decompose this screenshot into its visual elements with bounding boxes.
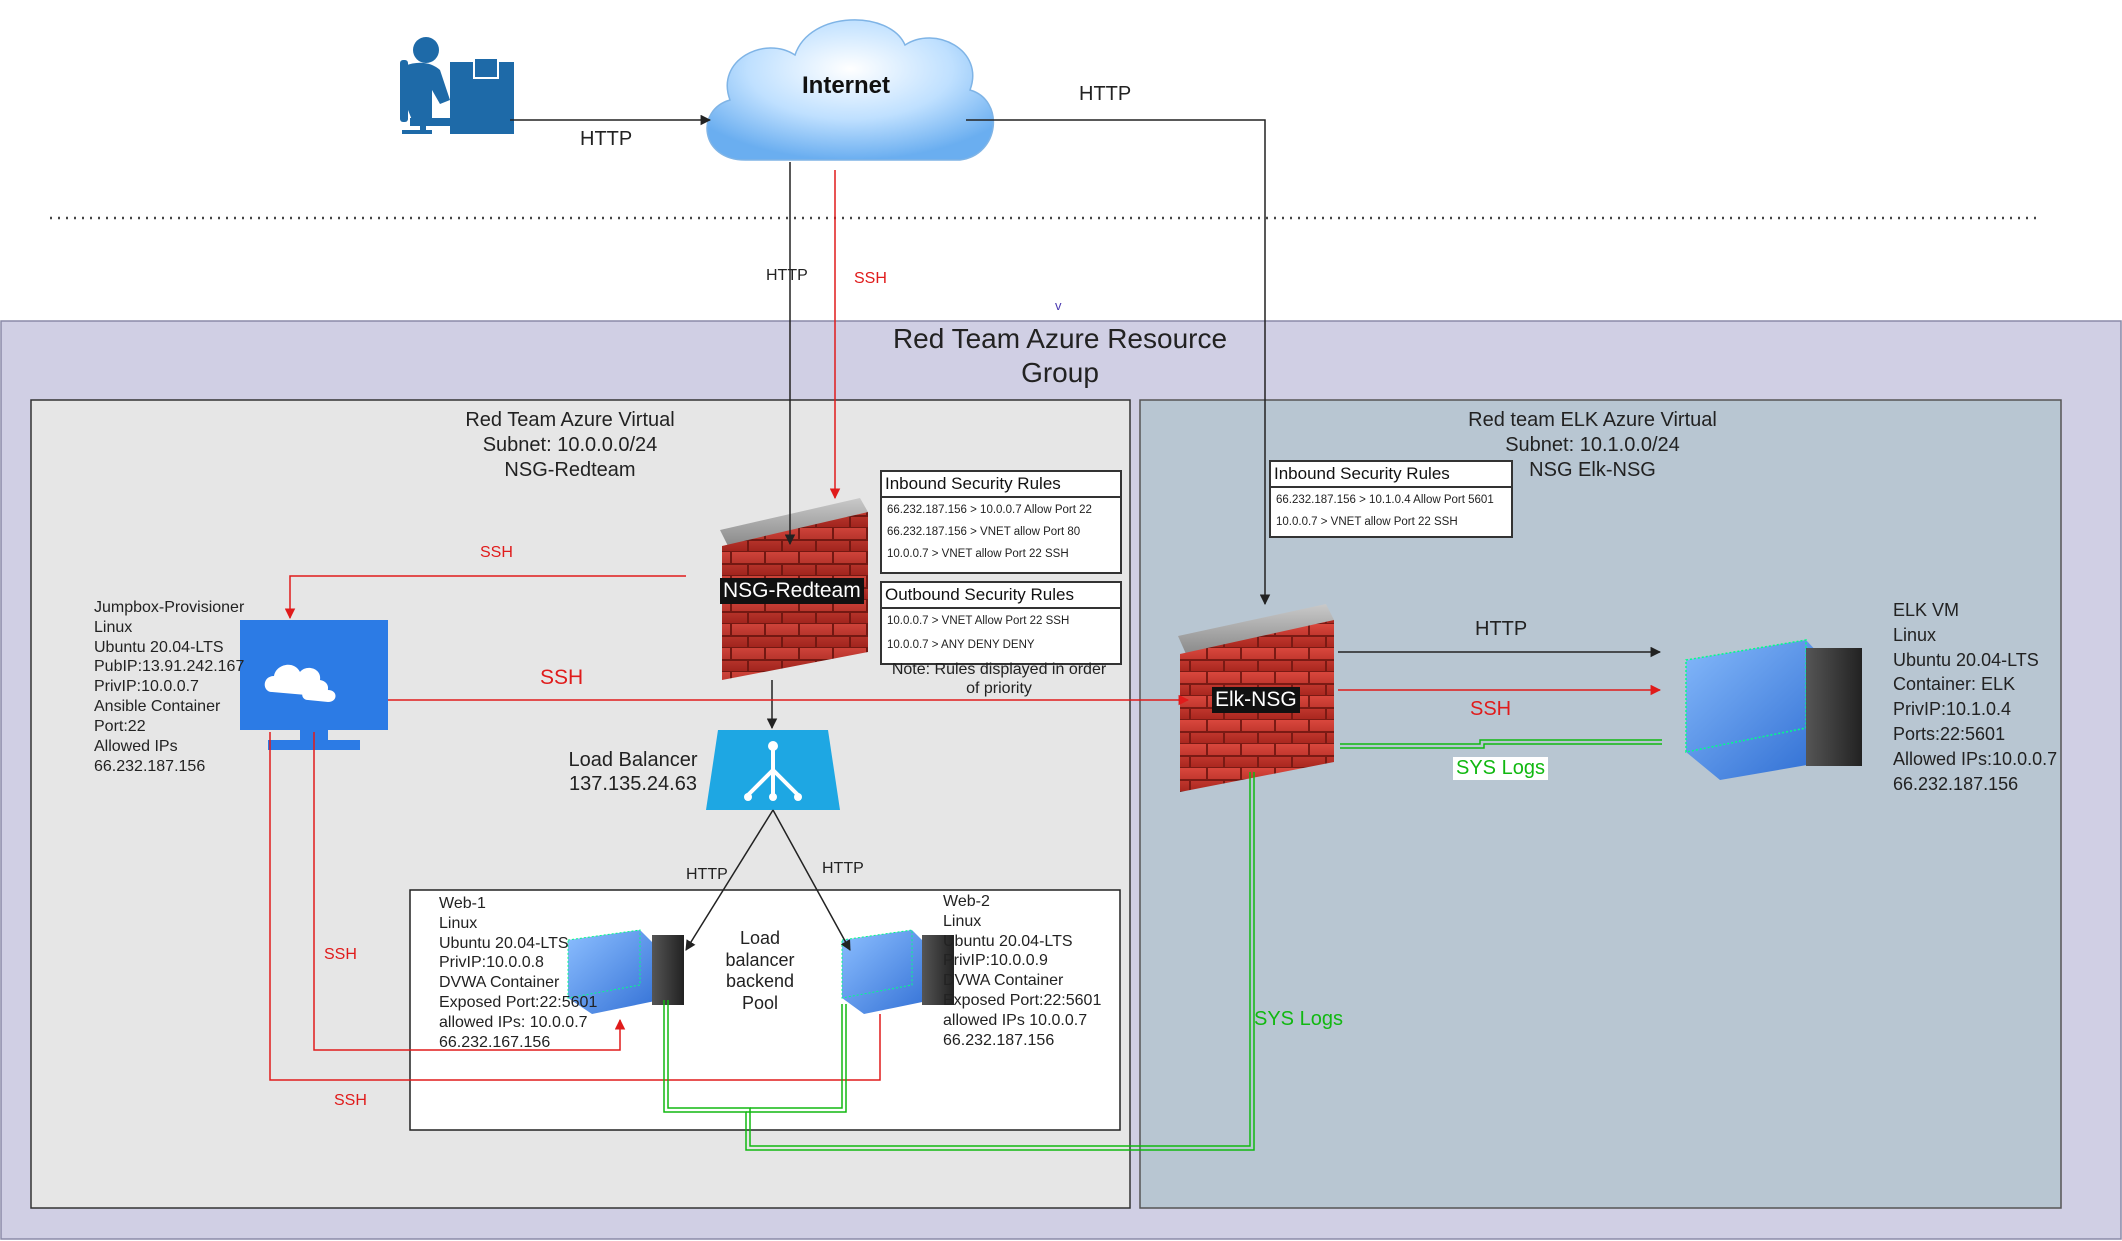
small-mark: v bbox=[1055, 298, 1062, 313]
edge-label-internet-http-down: HTTP bbox=[766, 267, 808, 284]
edge-jumpbox-to-web2 bbox=[269, 732, 881, 1081]
edge-label-jumpbox-to-elknsg: SSH bbox=[540, 666, 584, 689]
http-edges bbox=[510, 114, 1662, 951]
edge-label-jumpbox-to-web1: SSH bbox=[324, 946, 357, 963]
elk-inbound-rule: 66.232.187.156 > 10.1.0.4 Allow Port 560… bbox=[1276, 494, 1494, 506]
edge-lb-to-web2 bbox=[772, 809, 851, 951]
edge-jumpbox-to-web1 bbox=[313, 732, 626, 1051]
edge-lb-to-web1 bbox=[685, 809, 774, 951]
edge-label-syslogs-elk: SYS Logs bbox=[1453, 757, 1548, 780]
syslog-edges bbox=[663, 739, 1662, 1151]
red-outbound-rule: 10.0.0.7 > ANY DENY DENY bbox=[887, 639, 1035, 651]
edge-label-lb-to-web2: HTTP bbox=[822, 860, 864, 877]
edge-syslog-elk bbox=[1340, 739, 1662, 745]
nsg-redteam-firewall-icon bbox=[720, 498, 868, 680]
nsg-redteam-label: NSG-Redteam bbox=[720, 578, 864, 604]
backend-pool-box bbox=[409, 889, 1121, 1131]
edge-syslog-web bbox=[667, 772, 1251, 1147]
web1-vm-icon bbox=[567, 929, 684, 1014]
red-outbound-rule: 10.0.0.7 > VNET Allow Port 22 SSH bbox=[887, 615, 1070, 627]
internet-label: Internet bbox=[802, 72, 891, 99]
red-inbound-rules-title: Inbound Security Rules bbox=[882, 472, 1120, 498]
load-balancer-label: Load Balancer 137.135.24.63 bbox=[568, 749, 698, 795]
elk-inbound-rules-table: Inbound Security Rules 66.232.187.156 > … bbox=[1269, 460, 1513, 538]
edge-label-lb-to-web1: HTTP bbox=[686, 866, 728, 883]
edge-label-jumpbox-to-web2: SSH bbox=[334, 1092, 367, 1109]
edge-label-syslogs-web: SYS Logs bbox=[1254, 1008, 1343, 1030]
internet-cloud bbox=[706, 19, 995, 161]
red-inbound-rule: 10.0.0.7 > VNET allow Port 22 SSH bbox=[887, 548, 1069, 560]
load-balancer-icon bbox=[706, 730, 840, 810]
ssh-edges bbox=[269, 170, 1662, 1081]
red-inbound-rules-table: Inbound Security Rules 66.232.187.156 > … bbox=[880, 470, 1122, 574]
elk-vm-icon bbox=[1685, 639, 1862, 780]
rules-note: Note: Rules displayed in order of priori… bbox=[891, 661, 1107, 698]
edge-label-elknsg-to-elk-ssh: SSH bbox=[1470, 698, 1512, 720]
red-outbound-rules-table: Outbound Security Rules 10.0.0.7 > VNET … bbox=[880, 581, 1122, 665]
web2-vm-icon bbox=[841, 929, 954, 1014]
edge-internet-to-elk bbox=[966, 119, 1271, 606]
user-at-desk-icon bbox=[400, 37, 514, 134]
edge-label-user-to-internet: HTTP bbox=[580, 128, 633, 150]
elk-inbound-rules-title: Inbound Security Rules bbox=[1271, 462, 1511, 488]
elk-nsg-label: Elk-NSG bbox=[1212, 687, 1300, 713]
red-inbound-rule: 66.232.187.156 > VNET allow Port 80 bbox=[887, 526, 1081, 538]
red-outbound-rules-title: Outbound Security Rules bbox=[882, 583, 1120, 609]
edge-label-elknsg-to-elk-http: HTTP bbox=[1475, 618, 1528, 640]
edge-label-nsg-to-jumpbox: SSH bbox=[480, 544, 513, 561]
edge-label-internet-to-elk: HTTP bbox=[1079, 83, 1132, 105]
resource-group-title: Red Team Azure Resource Group bbox=[892, 323, 1228, 388]
elk-inbound-rule: 10.0.0.7 > VNET allow Port 22 SSH bbox=[1276, 516, 1458, 528]
edge-label-internet-ssh-down: SSH bbox=[854, 270, 887, 287]
edge-nsg-to-jumpbox bbox=[284, 575, 686, 620]
red-inbound-rule: 66.232.187.156 > 10.0.0.7 Allow Port 22 bbox=[887, 504, 1092, 516]
